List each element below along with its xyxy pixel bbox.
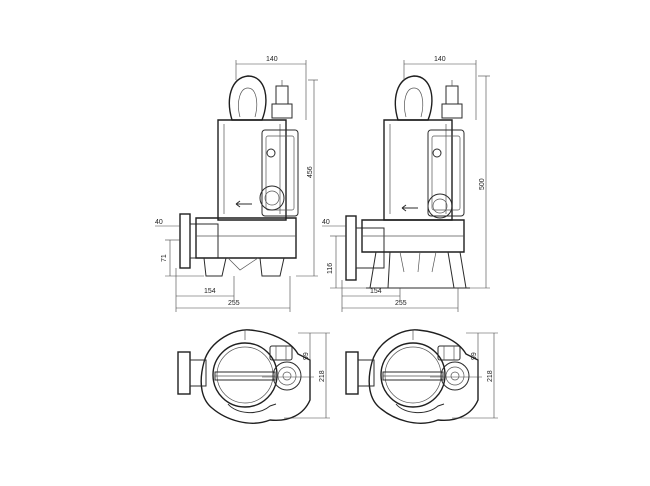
dim-base-a: 154 — [370, 288, 382, 295]
dim-outlet-height: 116 — [327, 263, 334, 274]
dim-flange: 40 — [155, 219, 163, 226]
dim-height: 500 — [479, 178, 486, 190]
pump-b-side-view — [345, 75, 470, 289]
pump-a-side-view — [179, 75, 299, 277]
dim-full: 218 — [487, 370, 494, 382]
dim-base-a: 154 — [204, 288, 216, 295]
dim-half: 99 — [471, 352, 478, 360]
dim-half: 99 — [303, 352, 310, 360]
dim-top-width: 140 — [434, 56, 446, 63]
dim-base-b: 255 — [228, 300, 240, 307]
dim-flange: 40 — [322, 219, 330, 226]
pump-a-dimensions: 140 456 40 71 154 255 — [155, 56, 318, 312]
pump-b-top-view — [345, 329, 479, 424]
pump-a-top-view — [177, 329, 311, 424]
dim-top-width: 140 — [266, 56, 278, 63]
pump-a-top-dimensions: 99 218 — [262, 332, 330, 419]
dim-full: 218 — [319, 370, 326, 382]
dim-base-b: 255 — [395, 300, 407, 307]
pump-b-top-dimensions: 99 218 — [430, 332, 498, 419]
dim-outlet-height: 71 — [161, 254, 168, 262]
dim-height: 456 — [307, 166, 314, 178]
pump-b-dimensions: 140 500 40 116 154 255 — [322, 56, 490, 312]
